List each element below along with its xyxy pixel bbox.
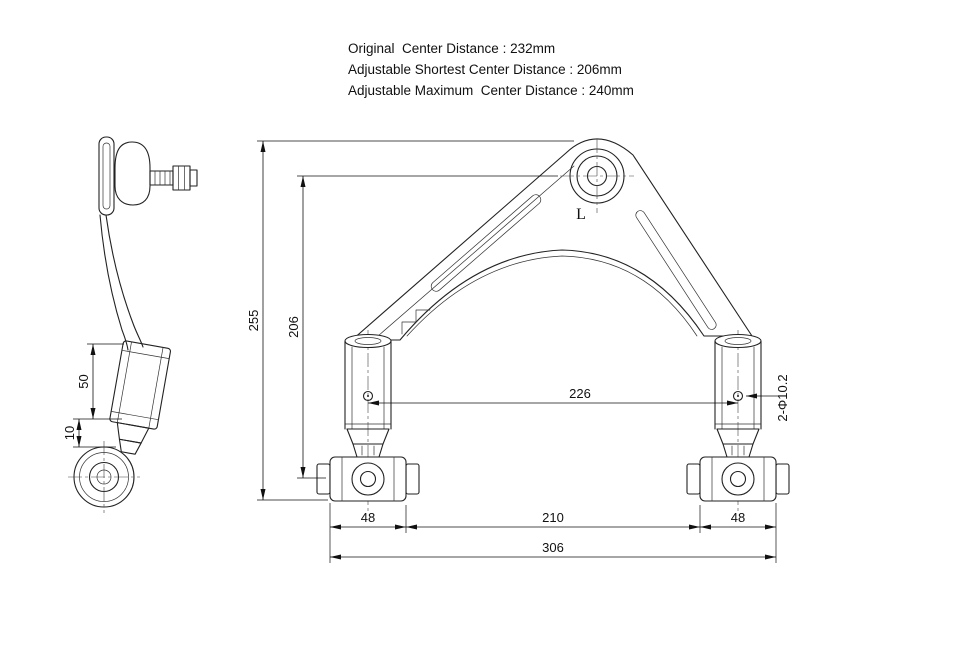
balljoint-front: [560, 139, 634, 213]
side-hex-lower: [118, 438, 142, 455]
stud-threads: [154, 170, 171, 186]
center-distance-notes: Original Center Distance : 232mm Adjusta…: [348, 38, 634, 101]
bushing-stub-left: [316, 463, 331, 495]
stud-nut: [172, 165, 191, 191]
balljoint-boot: [114, 141, 151, 206]
bushing-barrel: [329, 456, 407, 502]
dim-text-206: 206: [286, 316, 301, 338]
side-view: 50 10: [62, 136, 198, 513]
side-view-dimensions: 50 10: [62, 343, 124, 448]
arm-right-slot: [635, 210, 717, 330]
adjuster-top-cap: [344, 333, 392, 349]
left-adjuster: [316, 330, 420, 512]
right-adjuster: [686, 329, 790, 513]
bushing-outer-circle: [351, 462, 385, 496]
note-maximum-center-distance: Adjustable Maximum Center Distance : 240…: [348, 83, 634, 98]
side-adjuster-cylinder: [109, 340, 172, 455]
front-view-dimensions: 255 206 226 48 210 48: [246, 140, 790, 563]
note-shortest-center-distance: Adjustable Shortest Center Distance : 20…: [348, 62, 622, 77]
dim-text-50: 50: [76, 374, 91, 388]
bushing-hole: [359, 470, 377, 488]
arm-left-rib: [377, 165, 575, 337]
side-bushing: [68, 441, 140, 513]
stud-nut-facets: [178, 165, 185, 191]
arm-outline: [351, 138, 753, 341]
dim-text-10: 10: [62, 426, 77, 440]
arm-edge-left: [99, 214, 129, 351]
dim-text-255: 255: [246, 310, 261, 332]
front-view: L: [246, 138, 790, 563]
dim-text-306: 306: [542, 540, 564, 555]
note-original-center-distance: Original Center Distance : 232mm: [348, 41, 556, 56]
balljoint-flange: [98, 136, 115, 216]
dim-text-210: 210: [542, 510, 564, 525]
arm-left-slot: [430, 194, 542, 292]
dim-text-226: 226: [569, 386, 591, 401]
stud-end: [189, 169, 198, 187]
arm-arch-inner: [406, 255, 698, 337]
arm-edge-right: [105, 214, 144, 348]
balljoint-stud: [149, 170, 174, 186]
hole-callout-text: 2-Φ10.2: [775, 374, 790, 421]
dim-text-48-right: 48: [731, 510, 745, 525]
arm-left-bracket-steps: [401, 309, 431, 335]
bushing-stub-right: [405, 463, 420, 495]
dim-text-48-left: 48: [361, 510, 375, 525]
adjuster-body: [344, 340, 392, 430]
balljoint-flange-inner: [102, 142, 111, 210]
side-marking-label: L: [576, 206, 586, 223]
